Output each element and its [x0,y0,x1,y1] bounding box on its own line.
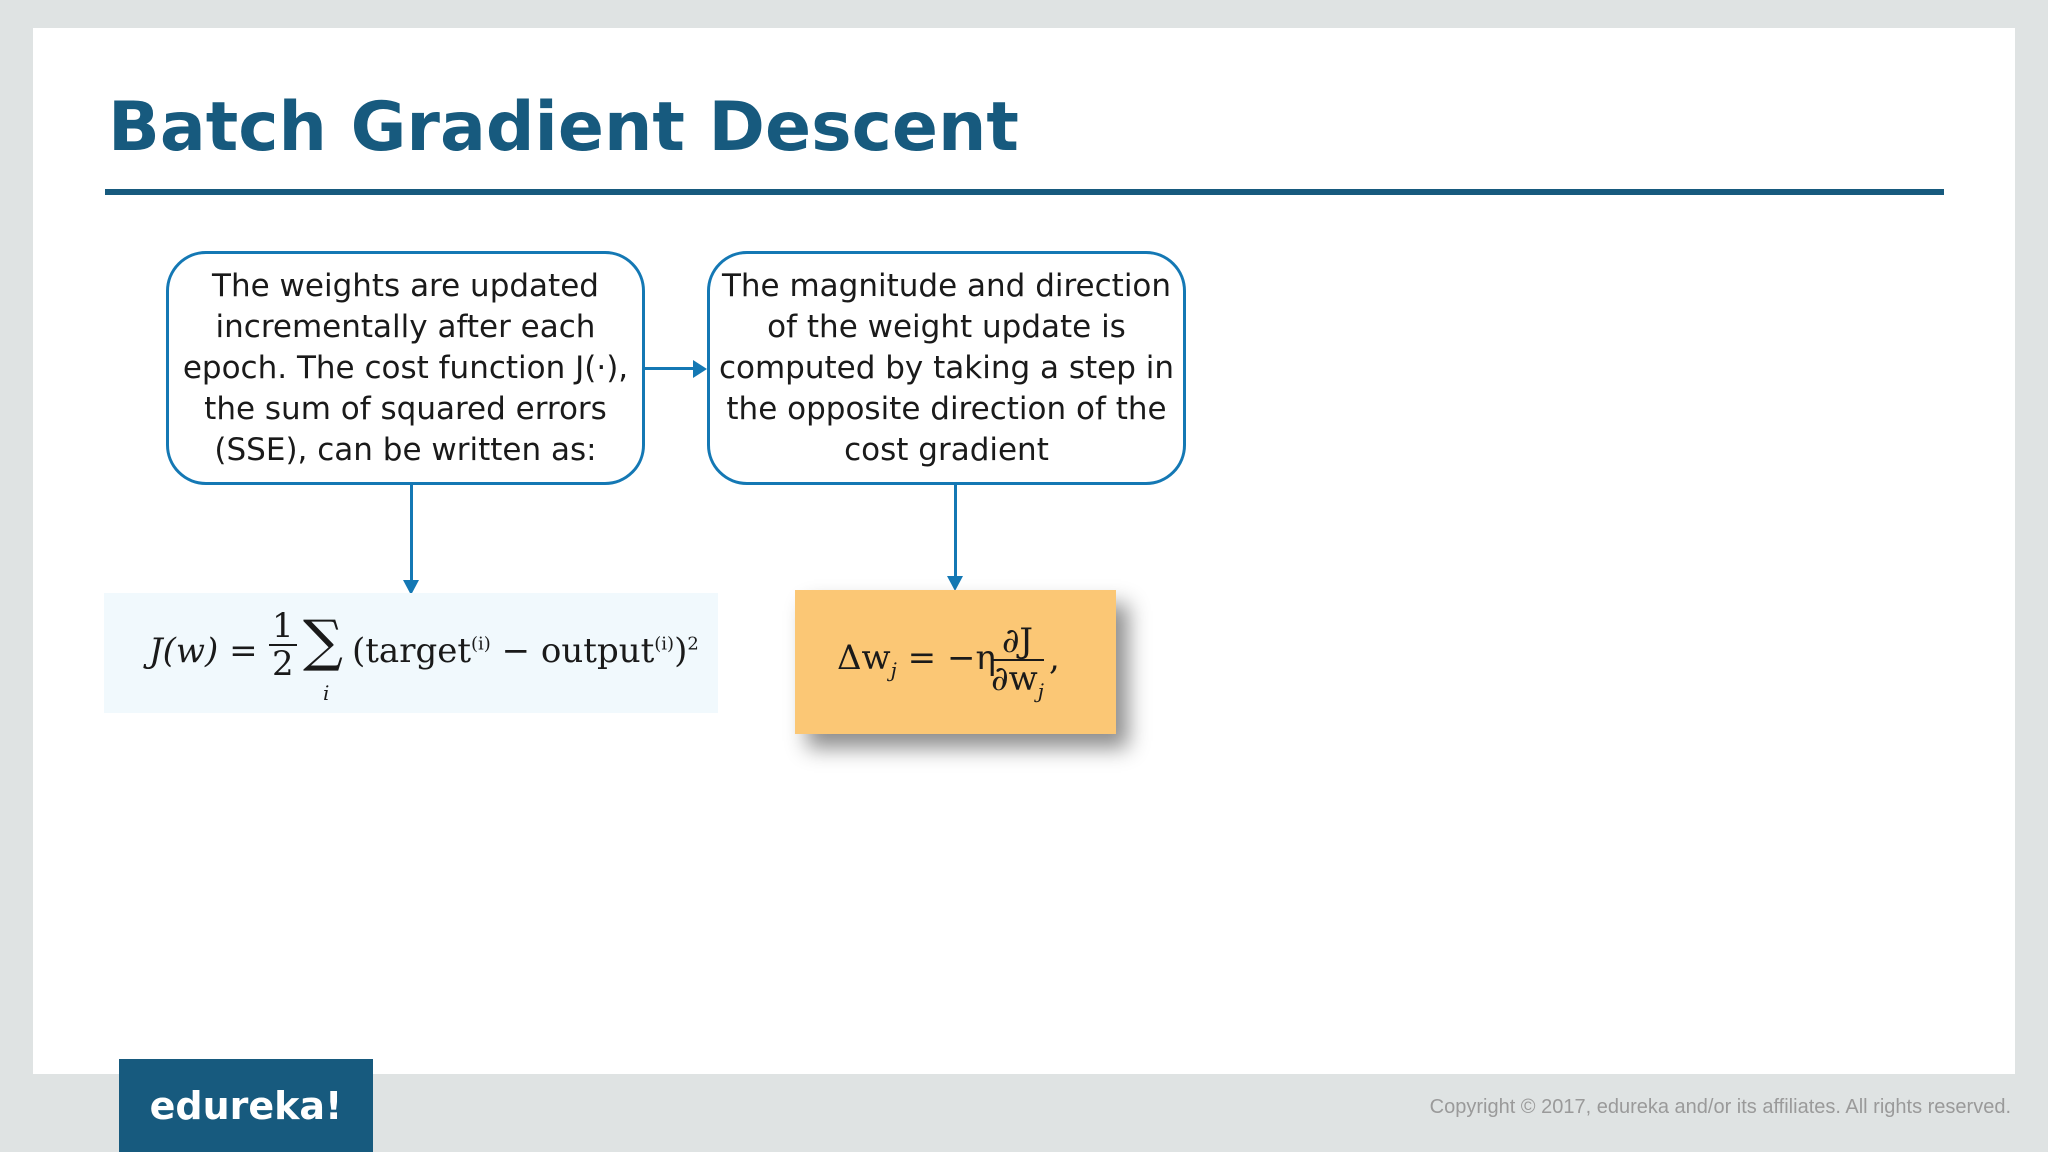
connector-arrow-right [645,367,695,370]
update-lhs-text: Δw [837,638,891,678]
slide-title: Batch Gradient Descent [108,88,1019,167]
update-den-sub: j [1037,678,1044,703]
connector-arrow-down-left [410,485,413,585]
formula-fraction-half: 1 2 [269,608,297,682]
fraction-numerator: 1 [269,608,297,646]
callout-weights-updated: The weights are updated incrementally af… [166,251,645,485]
callout-left-line: The weights are updated [212,267,599,304]
update-eq: = −η [896,638,996,678]
callout-right-line: The magnitude and direction [721,267,1172,304]
formula-lhs-text: J(w) = [149,631,258,671]
callout-left-line: (SSE), can be written as: [214,431,597,468]
update-lhs: Δwj = −η [837,638,996,682]
copyright-notice: Copyright © 2017, edureka and/or its aff… [1429,1096,2011,1118]
callout-left-line: the sum of squared errors [204,390,607,427]
update-fraction-denominator: ∂wj [991,661,1044,709]
formula-minus-output: − output [490,631,655,671]
formula-sup-i: (i) [471,633,491,655]
slide-canvas [33,28,2015,1074]
sigma-symbol: ∑ [303,609,343,674]
edureka-logo: edureka! [119,1059,373,1152]
update-lhs-sub: j [890,657,897,682]
formula-body: (target(i) − output(i))2 [352,631,699,671]
arrowhead-down-icon [403,580,419,595]
arrowhead-right-icon [693,360,707,378]
callout-left-line: epoch. The cost function J(·), [182,349,629,386]
update-den-text: ∂w [991,659,1038,699]
formula-lhs: J(w) = [149,631,258,671]
fraction-denominator: 2 [272,644,294,684]
callout-right-line: of the weight update is [767,308,1126,345]
update-tail: , [1049,638,1060,678]
connector-arrow-down-right [954,485,957,581]
sigma-subscript: i [323,681,330,705]
arrowhead-down-icon [947,576,963,591]
formula-sup-i: (i) [654,633,675,655]
callout-left-line: incrementally after each [215,308,596,345]
callout-right-line: computed by taking a step in [718,349,1175,386]
formula-square: 2 [687,633,699,655]
callout-weight-update-direction: The magnitude and direction of the weigh… [707,251,1186,485]
update-fraction: ∂J ∂wj [991,623,1044,709]
weight-update-formula: Δwj = −η ∂J ∂wj , [795,590,1116,734]
formula-body-close: ) [674,631,688,671]
callout-right-line: cost gradient [844,431,1049,468]
title-underline [105,189,1944,195]
callout-right-line: the opposite direction of the [726,390,1167,427]
formula-body-open: (target [352,631,471,671]
update-fraction-numerator: ∂J [991,623,1044,661]
cost-function-formula: J(w) = 1 2 ∑ i (target(i) − output(i))2 [104,593,718,713]
